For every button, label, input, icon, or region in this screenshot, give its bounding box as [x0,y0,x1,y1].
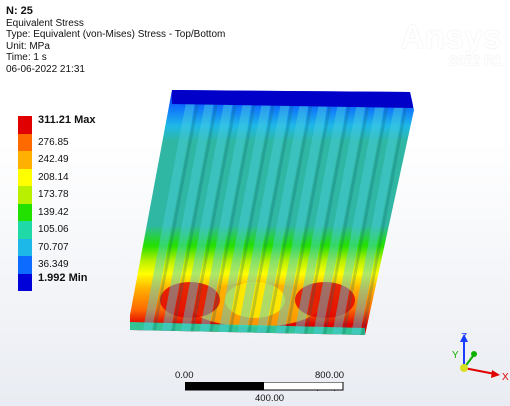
axis-triad[interactable]: Z Y X [440,330,510,390]
rib-shadow [228,92,277,335]
legend-label: 1.992 Min [38,271,88,284]
legend-label: 173.78 [38,189,69,200]
result-unit: Unit: MPa [6,40,50,52]
result-time: Time: 1 s [6,52,47,63]
rib-highlight [218,92,273,335]
ansys-brand: Ansys 2022 R1 [400,18,502,69]
rib-highlight [332,92,387,335]
rib-shadow [285,92,334,335]
rib-shadow [247,92,296,335]
legend-swatch [18,221,32,239]
rib-highlight [142,92,197,335]
legend-swatch [18,256,32,274]
rib-shadow [209,92,258,335]
plate-surface [130,90,414,335]
scale-bar-graphic [185,382,344,391]
legend-label: 276.85 [38,136,69,148]
rib-highlight [237,92,292,335]
scale-left-label: 0.00 [175,370,194,381]
legend-swatch [18,116,32,134]
result-type: Type: Equivalent (von-Mises) Stress - To… [6,29,226,40]
legend-swatch [18,133,32,151]
legend-swatch [18,273,32,291]
version-label: 2022 R1 [449,52,502,68]
legend-label: 139.42 [38,206,69,218]
ansys-logo: Ansys [400,18,502,55]
result-info: N: 25 Equivalent Stress Type: Equivalent… [6,5,226,75]
legend-swatch [18,238,32,256]
legend-label: 70.707 [38,241,69,253]
legend-swatch [18,186,32,204]
rib-shadow [190,92,239,335]
rib-highlight [161,92,216,335]
rib-highlight [199,92,254,335]
result-name: Equivalent Stress [6,17,84,29]
rib-highlight [180,92,235,335]
rib-highlight [256,92,311,335]
scale-mid-label: 400.00 [255,393,285,404]
rib-highlight [294,92,349,335]
legend-label: 242.49 [38,154,69,165]
legend-label: 36.349 [38,259,69,270]
rib-shadow [304,92,353,335]
legend-swatch [18,151,32,169]
legend-label: 311.21 Max [38,114,96,126]
rib-shadow [171,92,220,335]
rib-shadow [342,92,391,335]
rib-highlight [313,92,368,335]
rib-highlight [351,92,406,335]
triad-z: Z [461,332,467,343]
rib-shadow [361,92,410,335]
corrugation-ribs [142,92,410,335]
legend-label: 105.06 [38,224,69,235]
rib-highlight [275,92,330,335]
triad-x: X [502,372,509,383]
result-date: 06-06-2022 21:31 [6,63,85,75]
node-label: N: 25 [6,5,33,17]
rib-shadow [323,92,372,335]
rib-shadow [152,92,201,335]
legend-swatch [18,168,32,186]
legend-label: 208.14 [38,171,69,183]
rib-shadow [266,92,315,335]
legend-swatch [18,203,32,221]
triad-y: Y [452,350,459,361]
